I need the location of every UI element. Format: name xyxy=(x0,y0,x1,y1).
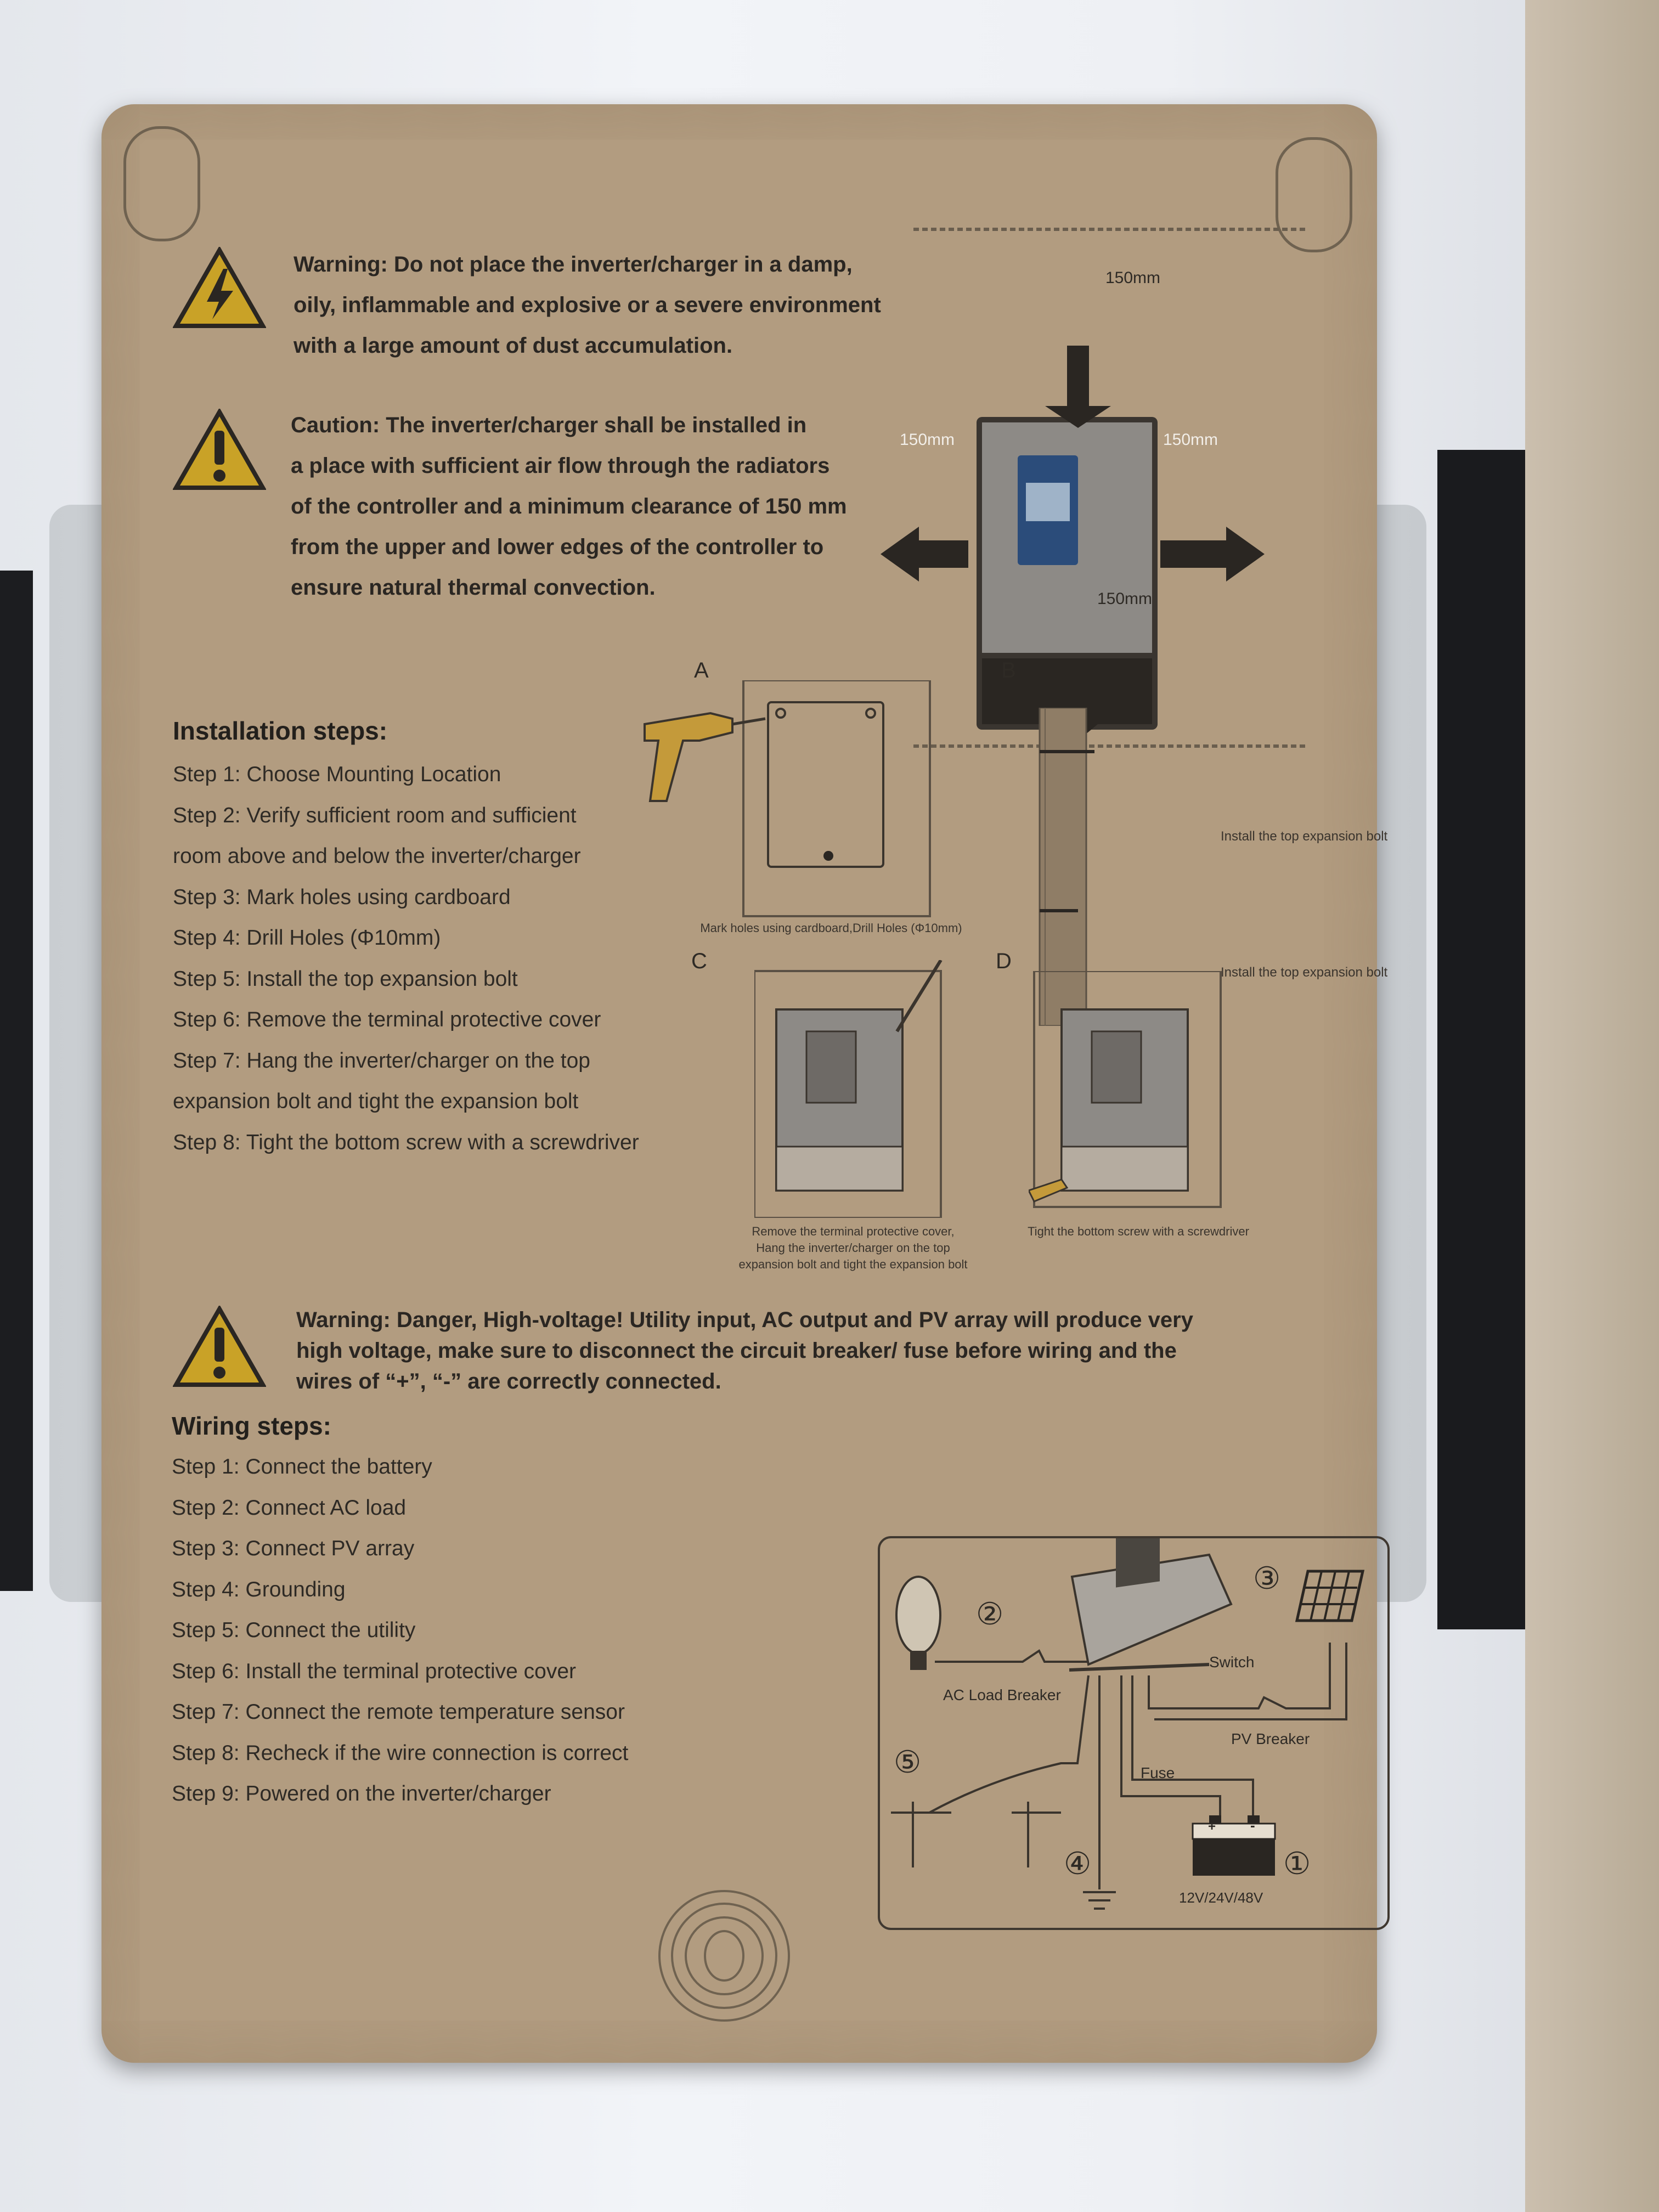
installation-step: Step 2: Verify sufficient room and suffi… xyxy=(173,803,577,827)
diagram-num-3: ③ xyxy=(1253,1561,1281,1595)
wiring-step: Step 2: Connect AC load xyxy=(172,1496,407,1520)
warning-1-line: Warning: Do not place the inverter/charg… xyxy=(294,252,853,276)
figure-letter-a: A xyxy=(694,658,709,682)
fuse-label: Fuse xyxy=(1141,1764,1175,1781)
installation-title: Installation steps: xyxy=(173,716,387,746)
switch-label: Switch xyxy=(1209,1654,1255,1671)
wiring-step: Step 3: Connect PV array xyxy=(172,1537,415,1560)
installation-step: Step 6: Remove the terminal protective c… xyxy=(173,1008,601,1031)
wiring-step: Step 5: Connect the utility xyxy=(172,1618,416,1642)
wiring-step: Step 1: Connect the battery xyxy=(172,1455,432,1479)
mounting-slot-left xyxy=(123,126,200,241)
installation-title-colon: : xyxy=(379,716,388,745)
wiring-diagram-frame: ② ③ ⑤ ④ ① AC Load Breaker Switch PV Brea… xyxy=(878,1536,1390,1930)
figure-a-drill xyxy=(644,680,931,917)
wiring-title-colon: : xyxy=(323,1412,331,1440)
instruction-card: Warning: Do not place the inverter/charg… xyxy=(101,104,1390,2063)
pv-breaker-label: PV Breaker xyxy=(1231,1730,1310,1747)
wiring-steps-list: Step 1: Connect the battery Step 2: Conn… xyxy=(172,1447,775,1815)
installation-step: expansion bolt and tight the expansion b… xyxy=(173,1090,579,1113)
caution-text: Caution: The inverter/charger shall be i… xyxy=(291,405,949,608)
caution-line: of the controller and a minimum clearanc… xyxy=(291,494,847,518)
wiring-step: Step 7: Connect the remote temperature s… xyxy=(172,1700,625,1724)
figure-letter-b: B xyxy=(1001,658,1016,682)
battery-minus-label: - xyxy=(1250,1817,1255,1833)
caution-line: a place with sufficient air flow through… xyxy=(291,454,830,478)
figure-c-remove-cover xyxy=(754,960,943,1218)
wiring-step: Step 9: Powered on the inverter/charger xyxy=(172,1782,551,1805)
installation-step: Step 1: Choose Mounting Location xyxy=(173,763,501,786)
wiring-step: Step 8: Recheck if the wire connection i… xyxy=(172,1741,629,1765)
caution-warning-icon xyxy=(173,409,266,490)
diagram-num-1: ① xyxy=(1283,1846,1311,1881)
figure-b-label-bottom: Install the top expansion bolt xyxy=(1221,965,1388,980)
figure-c-caption: Remove the terminal protective cover, Ha… xyxy=(716,1223,990,1273)
box-cardboard-edge xyxy=(1525,0,1659,2212)
warning-2-line: wires of “+”, “-” are correctly connecte… xyxy=(296,1369,721,1393)
figure-b-wall-section xyxy=(1039,708,1094,1026)
installation-step: Step 3: Mark holes using cardboard xyxy=(173,885,511,909)
warning-2-text: Warning: Danger, High-voltage! Utility i… xyxy=(296,1305,1339,1397)
wiring-title: Wiring steps: xyxy=(172,1411,331,1441)
clearance-top-label: 150mm xyxy=(1105,269,1161,287)
wiring-step: Step 6: Install the terminal protective … xyxy=(172,1659,577,1683)
warning-1-line: oily, inflammable and explosive or a sev… xyxy=(294,293,881,317)
diagram-num-5: ⑤ xyxy=(894,1745,922,1779)
embossed-seal-icon xyxy=(658,1890,790,2022)
caution-line: from the upper and lower edges of the co… xyxy=(291,535,824,559)
battery-plus-label: + xyxy=(1208,1819,1216,1834)
mounting-slot-right xyxy=(1276,137,1352,252)
figure-b-label-top: Install the top expansion bolt xyxy=(1221,829,1388,844)
high-voltage-warning-icon xyxy=(173,247,266,328)
figure-d-caption: Tight the bottom screw with a screwdrive… xyxy=(1028,1224,1249,1238)
caution-line: Caution: The inverter/charger shall be i… xyxy=(291,413,807,437)
box-shadow-left xyxy=(0,571,33,1591)
danger-warning-icon xyxy=(173,1306,266,1387)
installation-step: Step 4: Drill Holes (Φ10mm) xyxy=(173,926,441,950)
warning-2-line: high voltage, make sure to disconnect th… xyxy=(296,1339,1177,1363)
clearance-right-label: 150mm xyxy=(1163,431,1218,449)
battery-voltage-label: 12V/24V/48V xyxy=(1179,1889,1263,1906)
figure-letter-d: D xyxy=(996,949,1012,973)
ac-load-breaker-label: AC Load Breaker xyxy=(943,1686,1061,1703)
installation-step: Step 7: Hang the inverter/charger on the… xyxy=(173,1048,590,1073)
clearance-bottom-label: 150mm xyxy=(1097,590,1153,608)
warning-2-line: Warning: Danger, High-voltage! Utility i… xyxy=(296,1308,1193,1332)
figure-c-caption-line: expansion bolt and tight the expansion b… xyxy=(738,1257,968,1271)
installation-title-text: Installation steps xyxy=(173,716,379,745)
figure-d-tighten-screw xyxy=(1029,971,1222,1208)
wiring-diagram xyxy=(891,1538,1365,1910)
figure-c-caption-line: Remove the terminal protective cover, xyxy=(752,1224,955,1238)
clearance-figure xyxy=(881,228,1308,748)
figure-a-caption: Mark holes using cardboard,Drill Holes (… xyxy=(700,921,962,935)
figure-c-caption-line: Hang the inverter/charger on the top xyxy=(756,1241,950,1255)
warning-1-text: Warning: Do not place the inverter/charg… xyxy=(294,244,952,366)
warning-1-line: with a large amount of dust accumulation… xyxy=(294,334,733,358)
installation-step: room above and below the inverter/charge… xyxy=(173,844,581,868)
figure-letter-c: C xyxy=(691,949,707,973)
clearance-left-label: 150mm xyxy=(900,431,955,449)
diagram-num-2: ② xyxy=(976,1596,1004,1631)
wiring-step: Step 4: Grounding xyxy=(172,1577,346,1601)
installation-steps-list: Step 1: Choose Mounting Location Step 2:… xyxy=(173,754,776,1163)
installation-step: Step 5: Install the top expansion bolt xyxy=(173,967,518,991)
caution-line: ensure natural thermal convection. xyxy=(291,575,656,600)
installation-step: Step 8: Tight the bottom screw with a sc… xyxy=(173,1130,639,1154)
diagram-num-4: ④ xyxy=(1064,1846,1092,1881)
wiring-title-text: Wiring steps xyxy=(172,1412,323,1440)
